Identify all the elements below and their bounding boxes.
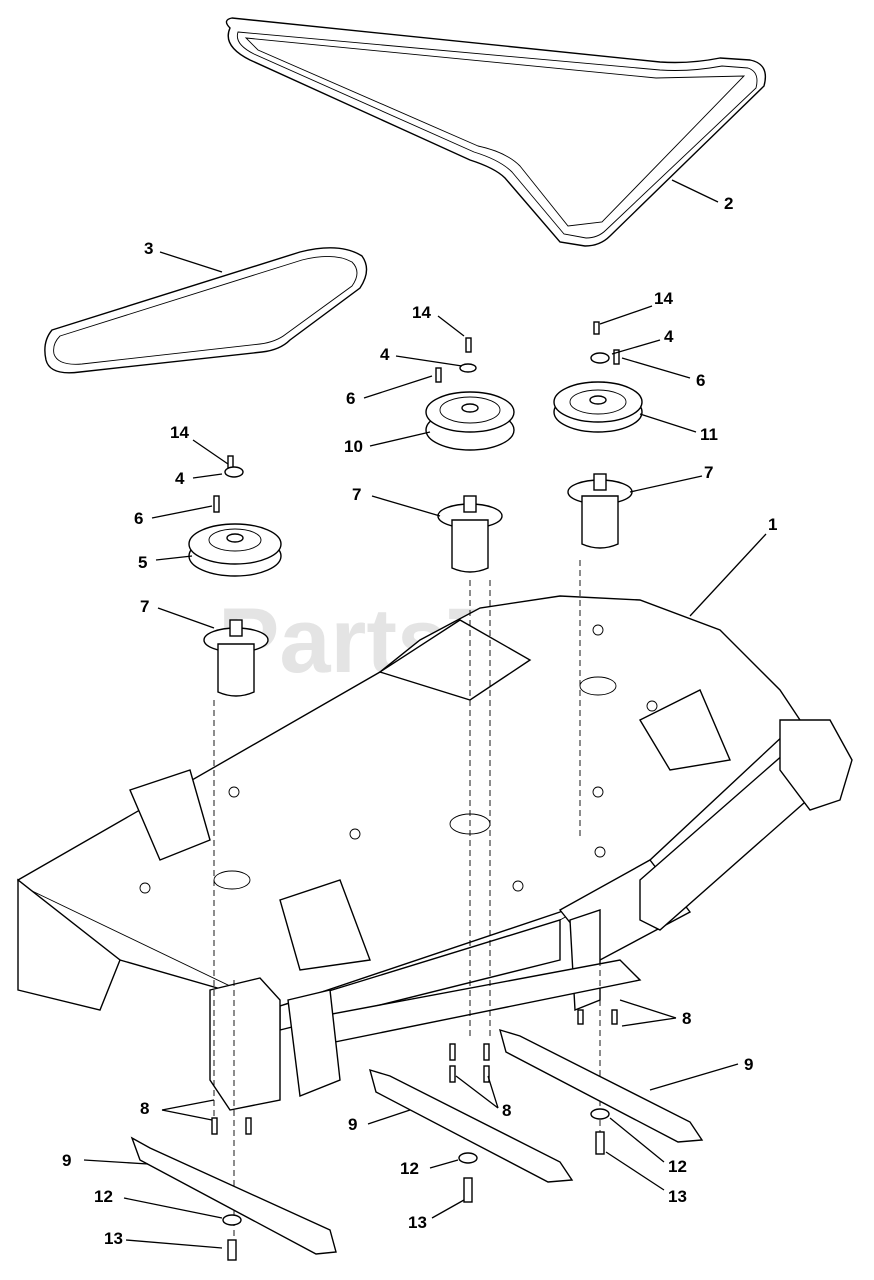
callout-12-right: 12 [668, 1157, 687, 1176]
spindle-7-left[interactable] [203, 619, 269, 697]
callout-6-right: 6 [696, 371, 705, 390]
callout-8-right: 8 [682, 1009, 691, 1028]
callout-8-left: 8 [140, 1099, 149, 1118]
belt-large[interactable] [225, 17, 767, 247]
callout-7-right: 7 [704, 463, 713, 482]
callout-labels: 2 3 14 4 6 10 14 4 6 11 14 4 6 5 7 7 7 1… [62, 194, 777, 1248]
callout-14-right: 14 [654, 289, 673, 308]
callout-12-center: 12 [400, 1159, 419, 1178]
callout-9-center: 9 [348, 1115, 357, 1134]
hardware-top[interactable] [213, 321, 620, 513]
callout-9-left: 9 [62, 1151, 71, 1170]
pulley-10[interactable] [425, 391, 515, 451]
callout-3: 3 [144, 239, 153, 258]
callout-2: 2 [724, 194, 733, 213]
mower-deck[interactable] [17, 595, 853, 1111]
callout-1: 1 [768, 515, 777, 534]
callout-4-left: 4 [175, 469, 185, 488]
callout-7-center: 7 [352, 485, 361, 504]
callout-8-center: 8 [502, 1101, 511, 1120]
blade-9-center[interactable] [368, 1068, 574, 1183]
callout-9-right: 9 [744, 1055, 753, 1074]
pulley-11[interactable] [553, 381, 643, 433]
hardware-bottom[interactable] [211, 1009, 618, 1261]
spindle-7-right[interactable] [567, 473, 633, 549]
callout-5: 5 [138, 553, 147, 572]
belt-small[interactable] [44, 247, 368, 374]
callout-12-left: 12 [94, 1187, 113, 1206]
blade-9-left[interactable] [130, 1136, 337, 1255]
callout-11: 11 [700, 425, 718, 444]
callout-6-left: 6 [134, 509, 143, 528]
callout-13-right: 13 [668, 1187, 687, 1206]
blade-9-right[interactable] [498, 1028, 704, 1143]
callout-14-center: 14 [412, 303, 431, 322]
callout-10: 10 [344, 437, 363, 456]
callout-6-center: 6 [346, 389, 355, 408]
callout-13-center: 13 [408, 1213, 427, 1232]
pulley-5[interactable] [188, 523, 282, 577]
callout-4-right: 4 [664, 327, 674, 346]
callout-13-left: 13 [104, 1229, 123, 1248]
callout-7-left: 7 [140, 597, 149, 616]
callout-4-center: 4 [380, 345, 390, 364]
assembly-centerlines [213, 560, 601, 1240]
callout-14-left: 14 [170, 423, 189, 442]
spindle-7-center[interactable] [437, 495, 503, 573]
leader-lines [83, 179, 767, 1249]
